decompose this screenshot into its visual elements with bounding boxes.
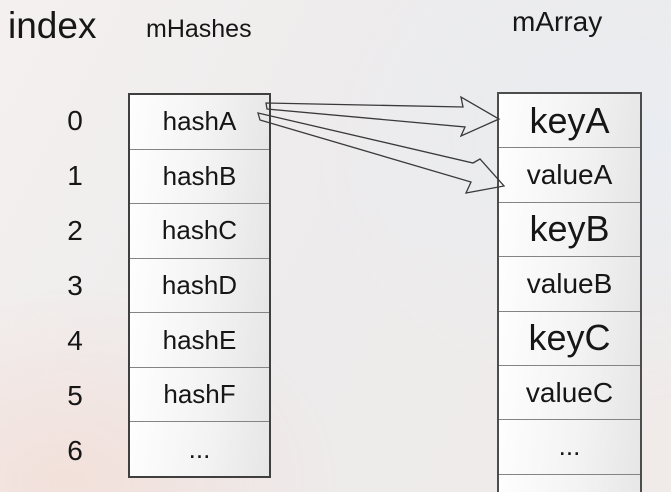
mhashes-table: hashA hashB hashC hashD hashE hashF ... xyxy=(128,93,271,478)
mhashes-cell-2: hashC xyxy=(130,203,269,258)
index-label: index xyxy=(8,5,97,46)
marray-cell-0: keyA xyxy=(499,94,640,148)
mhashes-cell-4: hashE xyxy=(130,312,269,367)
arrow-hashA-to-valueA xyxy=(257,112,506,194)
marray-label: mArray xyxy=(512,6,603,37)
marray-cell-3: valueB xyxy=(499,256,640,311)
index-number-5: 5 xyxy=(67,379,83,411)
index-number-6: 6 xyxy=(67,434,83,466)
index-number-3: 3 xyxy=(67,269,83,301)
index-number-2: 2 xyxy=(67,214,83,246)
index-number-1: 1 xyxy=(67,159,83,191)
index-column: 0 1 2 3 4 5 6 xyxy=(40,93,110,478)
marray-cell-2: keyB xyxy=(499,201,640,257)
mhashes-cell-5: hashF xyxy=(130,366,269,422)
marray-cell-ellipsis: ... xyxy=(499,419,640,474)
marray-cell-4: keyC xyxy=(499,310,640,365)
arrow-hashA-to-keyA xyxy=(265,95,501,138)
mhashes-cell-ellipsis: ... xyxy=(130,421,269,477)
mhashes-label: mHashes xyxy=(146,15,252,43)
marray-table: keyA valueA keyB valueB keyC valueC ... xyxy=(497,92,642,492)
mhashes-cell-3: hashD xyxy=(130,257,269,313)
index-number-4: 4 xyxy=(67,324,83,356)
marray-cell-5: valueC xyxy=(499,364,640,420)
marray-cell-overflow xyxy=(499,473,640,492)
mhashes-cell-1: hashB xyxy=(130,148,269,204)
index-number-0: 0 xyxy=(67,104,83,136)
mhashes-cell-0: hashA xyxy=(130,95,269,149)
marray-cell-1: valueA xyxy=(499,147,640,202)
